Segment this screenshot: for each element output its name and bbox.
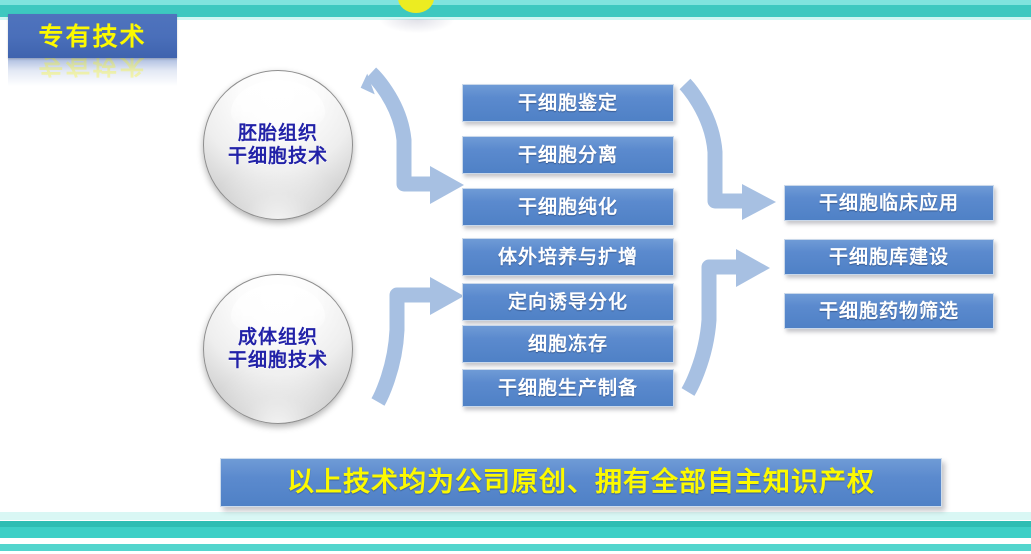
process-box-stem-cell-separation[interactable]: 干细胞分离 [462,136,674,174]
arrow-adult-to-middle [371,277,464,406]
sphere-adult[interactable]: 成体组织 干细胞技术 [203,274,353,424]
sphere-embryonic-line2: 干细胞技术 [227,145,328,167]
arrow-middle-to-right-upper [679,78,776,220]
process-box-label: 干细胞生产制备 [497,376,638,399]
page-title-reflection-text: 专有技术 [8,58,177,84]
bottom-band-teal [0,527,1031,538]
bottom-band-gap [0,538,1031,544]
process-box-label: 体外培养与扩增 [497,245,638,268]
process-box-cell-cryopreservation[interactable]: 细胞冻存 [462,325,674,363]
page-title-reflection [8,58,177,86]
sphere-embryonic-label: 胚胎组织 干细胞技术 [228,122,328,168]
top-band-light [0,0,1031,5]
page-title: 专有技术 [8,14,177,58]
process-box-stem-cell-purification[interactable]: 干细胞纯化 [462,188,674,226]
sphere-adult-line1: 成体组织 [237,325,318,348]
arrow-embryonic-to-middle [360,67,464,204]
page-title-label: 专有技术 [38,21,147,51]
outcome-box-clinical-application[interactable]: 干细胞临床应用 [784,185,994,221]
bottom-band-pale [0,512,1031,520]
bottom-band-dark-teal [0,521,1031,527]
top-band-fade [0,17,1031,20]
sphere-adult-line2: 干细胞技术 [227,349,328,371]
sphere-embryonic-line1: 胚胎组织 [237,121,318,144]
circle-ornament-shadow [380,19,454,33]
process-box-label: 细胞冻存 [527,332,608,355]
process-box-label: 干细胞分离 [517,143,618,166]
arrow-middle-to-right-lower [681,249,770,396]
outcome-box-label: 干细胞药物筛选 [818,299,959,322]
process-box-label: 干细胞鉴定 [517,91,618,114]
process-box-directed-differentiation[interactable]: 定向诱导分化 [462,283,674,321]
process-box-label: 干细胞纯化 [517,195,618,218]
sphere-embryonic[interactable]: 胚胎组织 干细胞技术 [203,70,353,220]
outcome-box-label: 干细胞临床应用 [818,191,959,214]
outcome-box-stem-cell-bank[interactable]: 干细胞库建设 [784,239,994,275]
outcome-box-label: 干细胞库建设 [828,245,949,268]
process-box-stem-cell-production[interactable]: 干细胞生产制备 [462,369,674,407]
page-title-reflection-label: 专有技术 [38,58,147,79]
circle-ornament-icon [398,0,434,13]
sphere-adult-label: 成体组织 干细胞技术 [228,326,328,372]
summary-banner-label: 以上技术均为公司原创、拥有全部自主知识产权 [287,467,875,498]
bottom-band-edge [0,551,1031,554]
process-box-label: 定向诱导分化 [507,290,628,313]
outcome-box-drug-screening[interactable]: 干细胞药物筛选 [784,293,994,329]
bottom-band-thin-teal [0,544,1031,551]
process-box-stem-cell-identification[interactable]: 干细胞鉴定 [462,84,674,122]
top-band-teal [0,5,1031,17]
process-box-in-vitro-culture[interactable]: 体外培养与扩增 [462,238,674,276]
summary-banner: 以上技术均为公司原创、拥有全部自主知识产权 [220,458,942,507]
